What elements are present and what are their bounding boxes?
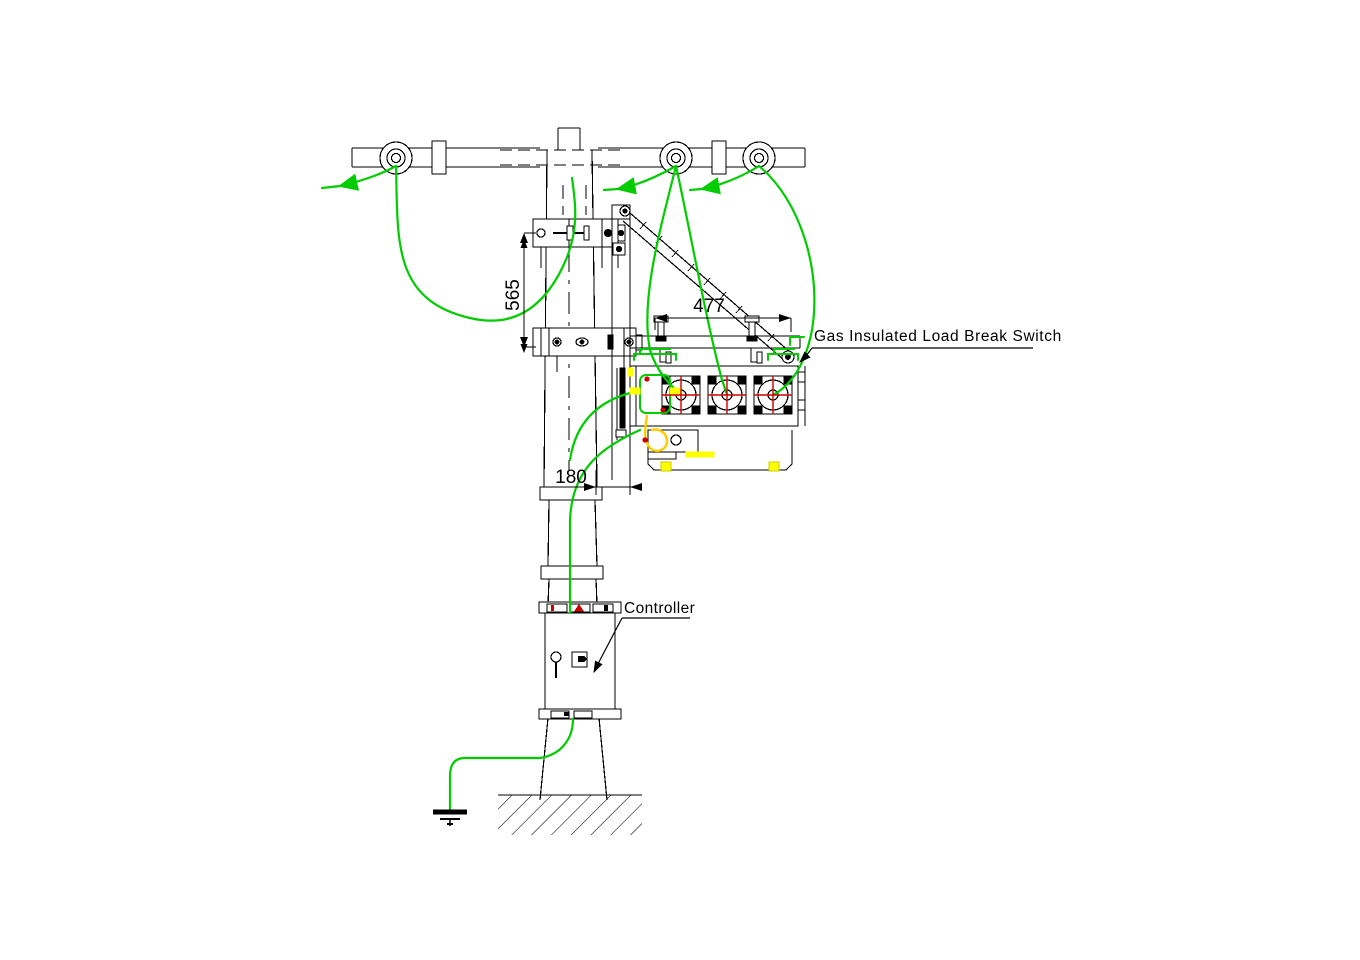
- yellow-loop: [643, 414, 669, 452]
- mechanism-box: [629, 426, 793, 471]
- conductor-line: [320, 164, 577, 322]
- switch-label-leader: [799, 347, 1033, 363]
- dimension-180-arrows: [584, 483, 642, 491]
- bushing-crosshair: [662, 376, 792, 414]
- utility-pole: [539, 127, 608, 801]
- controller-label: Controller: [624, 600, 695, 617]
- conductor-line: [688, 164, 761, 195]
- dimension-565-arrows: [520, 233, 528, 347]
- yellow-marker: [627, 367, 780, 472]
- insulator: [742, 141, 776, 175]
- red-marker: [642, 376, 666, 443]
- conductor-line: [674, 164, 729, 397]
- dimension-value-180: 180: [555, 467, 587, 488]
- conductor-line: [757, 164, 816, 397]
- conductor-line: [568, 390, 642, 615]
- operating-linkage: [615, 367, 627, 440]
- bracket-plate: [611, 204, 631, 480]
- dimension-value-565: 565: [503, 279, 524, 311]
- dimension-value-477: 477: [693, 296, 725, 317]
- insulator: [379, 141, 413, 175]
- controller-cabinet: [538, 601, 622, 720]
- dimension-565: [520, 232, 536, 353]
- green-frame-accent: [633, 336, 805, 361]
- crossarm-spacer-block: [431, 140, 727, 175]
- conductor-line: [602, 164, 683, 397]
- crossarm: [351, 147, 806, 215]
- switch-label: Gas Insulated Load Break Switch: [814, 328, 1062, 345]
- insulator: [659, 141, 693, 175]
- lower-mounting-band: [532, 327, 643, 372]
- dimension-477-arrows: [655, 314, 791, 322]
- ground-symbol: [433, 809, 467, 826]
- dimension-477: [654, 317, 792, 332]
- ground-conductor: [448, 717, 575, 814]
- controller-label-leader: [593, 617, 690, 674]
- upper-mounting-band: [532, 218, 626, 268]
- ground-hatch: [498, 794, 642, 835]
